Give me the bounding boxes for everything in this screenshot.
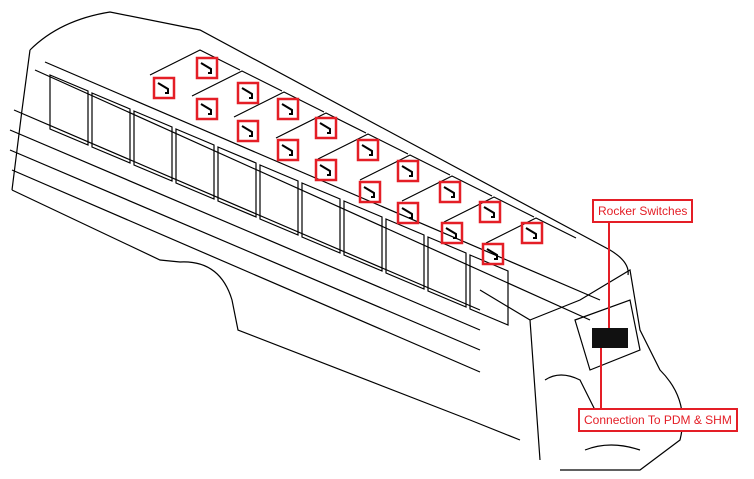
roof-hatch-marker	[195, 97, 219, 121]
roof-hatch-marker	[358, 180, 382, 204]
roof-panel	[317, 133, 409, 160]
roof-hatch-marker	[276, 138, 300, 162]
rocker-switches-label: Rocker Switches	[592, 199, 694, 223]
roof-hatch-marker	[481, 242, 505, 266]
roof-hatch-marker	[520, 221, 544, 245]
connection-to-pdm-shm-label: Connection To PDM & SHM	[578, 408, 738, 432]
roof-panel	[149, 49, 241, 76]
roof-panel	[485, 217, 577, 244]
side-window	[217, 146, 257, 218]
roof-hatch-marker	[236, 119, 260, 143]
roof-hatch-marker	[438, 180, 462, 204]
roof-hatch-marker	[236, 81, 260, 105]
side-window	[469, 254, 509, 326]
side-window	[49, 74, 89, 146]
side-window	[259, 164, 299, 236]
side-window	[385, 218, 425, 290]
roof-panel	[359, 154, 451, 181]
roof-panel	[233, 91, 325, 118]
roof-hatch-marker	[195, 56, 219, 80]
roof-hatch-marker	[396, 201, 420, 225]
roof-panel	[191, 70, 283, 97]
roof-hatch-marker	[314, 116, 338, 140]
roof-hatch-marker	[276, 97, 300, 121]
roof-hatch-marker	[478, 200, 502, 224]
side-window	[301, 182, 341, 254]
side-window	[91, 92, 131, 164]
roof-hatch-marker	[440, 221, 464, 245]
side-window	[175, 128, 215, 200]
roof-hatch-marker	[152, 76, 176, 100]
side-window	[343, 200, 383, 272]
roof-hatch-marker	[314, 158, 338, 182]
side-window	[427, 236, 467, 308]
roof-hatch-markers	[152, 56, 544, 266]
roof-hatch-marker	[396, 159, 420, 183]
side-window	[133, 110, 173, 182]
roof-panel	[275, 112, 367, 139]
bus-body-outline	[9, 11, 684, 471]
dash-switch-cluster	[592, 328, 628, 348]
roof-panel	[443, 196, 535, 223]
roof-hatch-marker	[356, 138, 380, 162]
roof-panel	[401, 175, 493, 202]
